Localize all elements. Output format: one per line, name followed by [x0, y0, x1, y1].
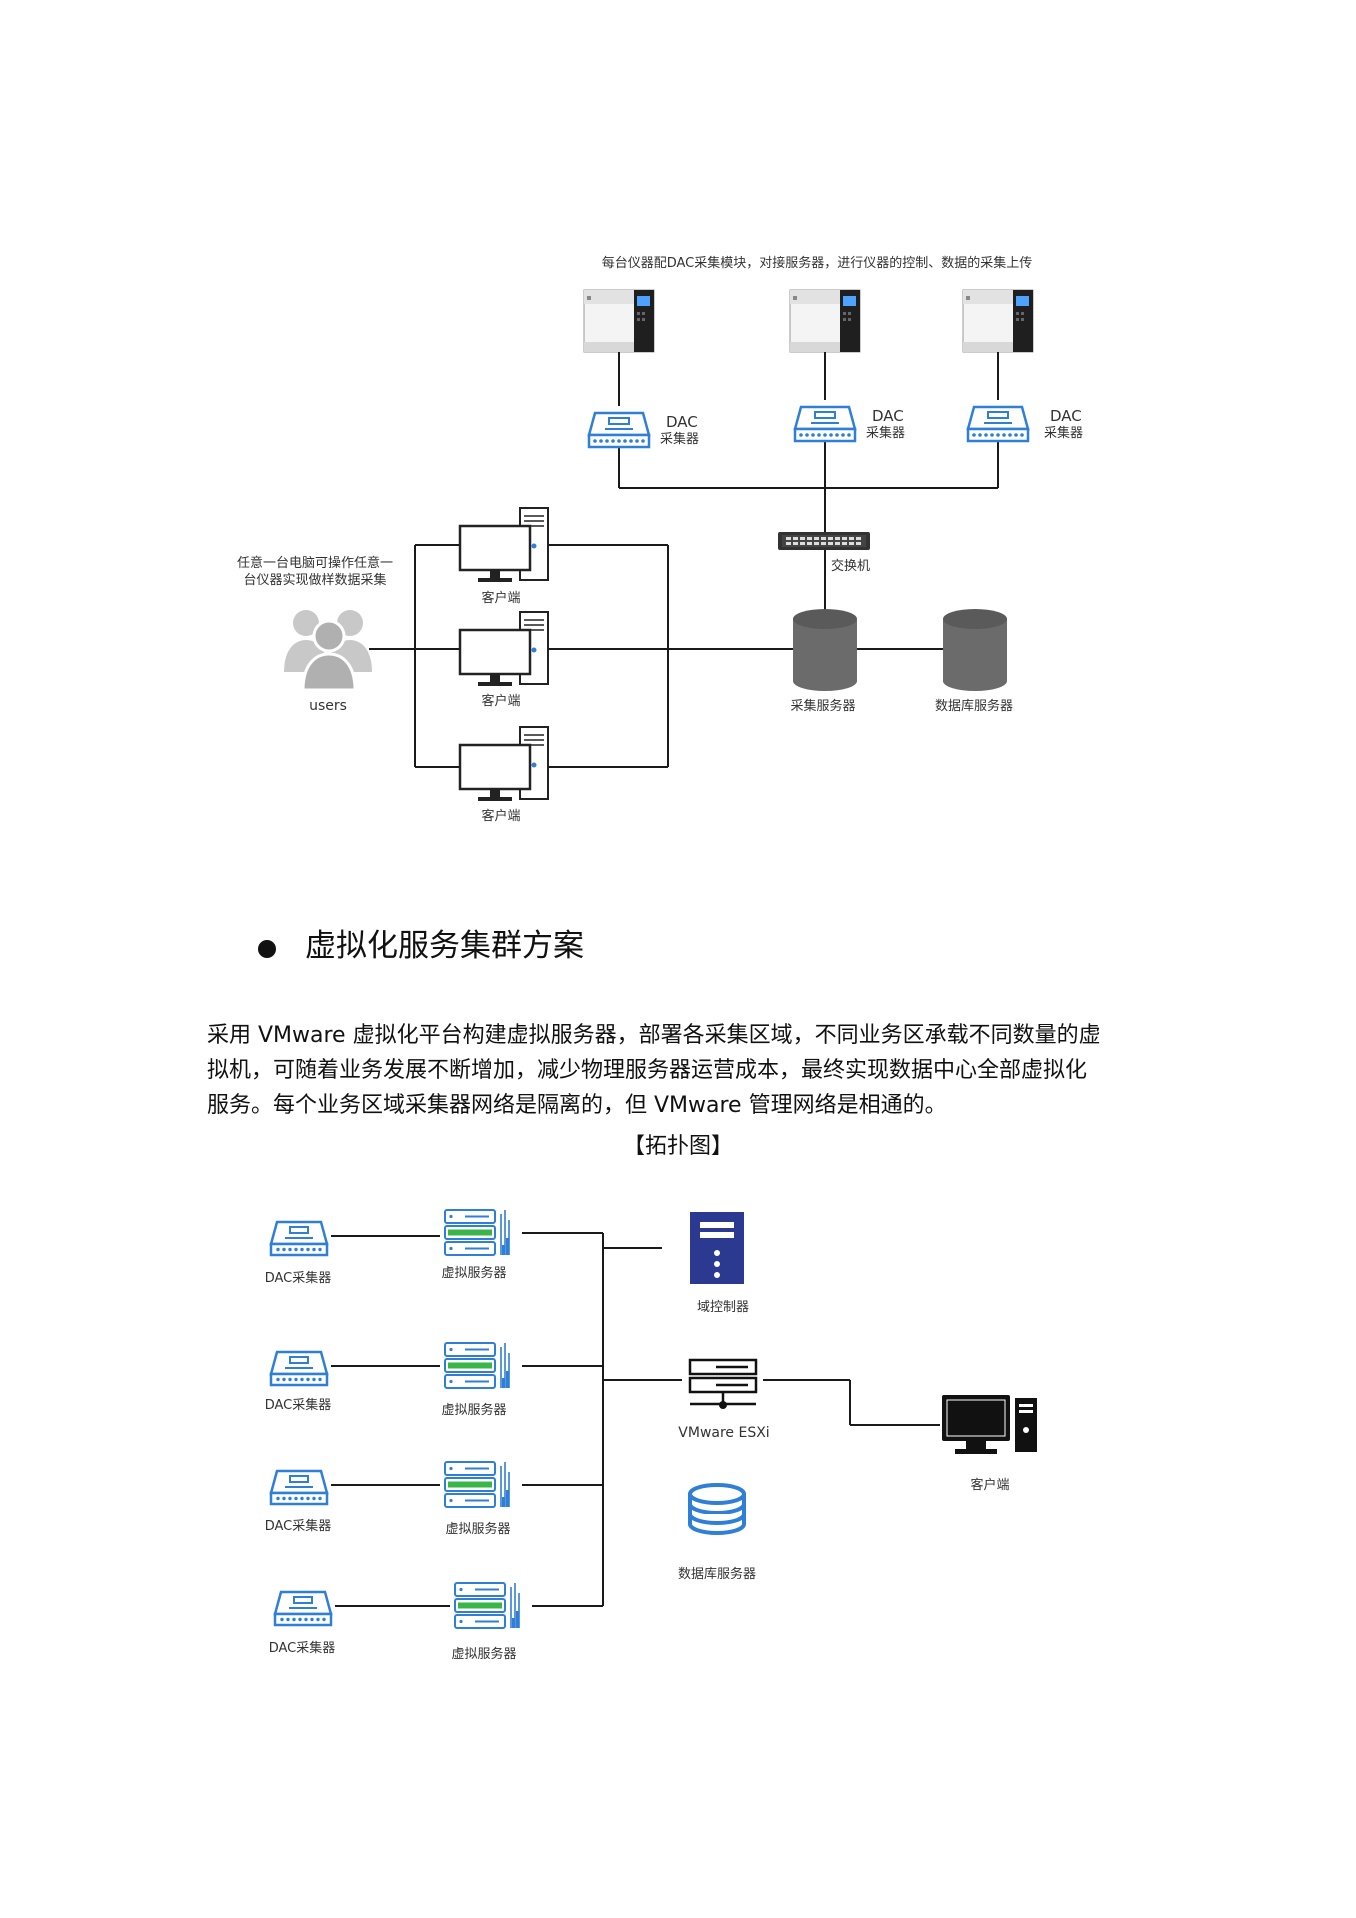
desktop-pc-icon — [458, 506, 550, 584]
dac-collector-label: DAC采集器 — [264, 1271, 332, 1286]
instrument-icon — [583, 289, 655, 353]
dac-collector-icon — [269, 1220, 329, 1257]
vserver-label: 虚拟服务器 — [441, 1403, 507, 1418]
instrument-icon — [962, 289, 1034, 353]
client-pc-icon — [942, 1395, 1037, 1454]
switch-label: 交换机 — [831, 559, 871, 574]
dac-collector-icon — [587, 411, 651, 449]
db-server-label: 数据库服务器 — [934, 699, 1014, 714]
users-label: users — [309, 698, 347, 714]
instrument-icon — [789, 289, 861, 353]
users-note-line1: 任意一台电脑可操作任意一 — [236, 556, 394, 571]
dac-collector-label: DAC采集器 — [264, 1398, 332, 1413]
database-stack-icon — [688, 1483, 746, 1535]
database-cylinder-icon — [793, 609, 857, 691]
dac-label: DAC — [872, 407, 904, 425]
dac-label-sub: 采集器 — [1044, 426, 1084, 441]
domain-controller-icon — [690, 1212, 744, 1284]
dac-collector-icon — [966, 405, 1030, 443]
paragraph-line: 服务。每个业务区域采集器网络是隔离的，但 VMware 管理网络是相通的。 — [207, 1093, 947, 1118]
client-label: 客户端 — [481, 694, 521, 709]
diagram1-connections — [369, 440, 999, 768]
esxi-label: VMware ESXi — [678, 1425, 770, 1441]
users-note-line2: 台仪器实现做样数据采集 — [243, 573, 387, 588]
dac-collector-icon — [269, 1350, 329, 1387]
dac-collector-icon — [793, 405, 857, 443]
diagram1-note-top: 每台仪器配DAC采集模块，对接服务器，进行仪器的控制、数据的采集上传 — [601, 256, 1033, 271]
topology-caption: 【拓扑图】 — [622, 1134, 733, 1159]
virtual-server-icon — [444, 1461, 510, 1508]
section-paragraph: 采用 VMware 虚拟化平台构建虚拟服务器，部署各采集区域，不同业务区承载不同… — [207, 1018, 1167, 1123]
database-cylinder-icon — [943, 609, 1007, 691]
paragraph-line: 拟机，可随着业务发展不断增加，减少物理服务器运营成本，最终实现数据中心全部虚拟化 — [207, 1058, 1088, 1083]
client-label-2: 客户端 — [970, 1478, 1010, 1493]
heading-bullet — [258, 940, 276, 958]
dac-label-sub: 采集器 — [866, 426, 906, 441]
users-icon — [284, 610, 372, 692]
paragraph-line: 采用 VMware 虚拟化平台构建虚拟服务器，部署各采集区域，不同业务区承载不同… — [207, 1023, 1101, 1048]
dac-label: DAC — [666, 413, 698, 431]
esxi-server-icon — [688, 1358, 758, 1409]
dac-label: DAC — [1050, 407, 1082, 425]
db-server-label-2: 数据库服务器 — [677, 1567, 757, 1582]
virtual-server-icon — [444, 1342, 510, 1389]
dac-collector-icon — [269, 1469, 329, 1506]
switch-icon — [778, 532, 870, 550]
diagram2-connections — [331, 1232, 940, 1607]
vserver-label: 虚拟服务器 — [445, 1522, 511, 1537]
dac-collector-label: DAC采集器 — [264, 1519, 332, 1534]
desktop-pc-icon — [458, 610, 550, 688]
client-label: 客户端 — [481, 809, 521, 824]
domain-controller-label: 域控制器 — [696, 1300, 750, 1315]
section-title: 虚拟化服务集群方案 — [305, 928, 584, 964]
collect-server-label: 采集服务器 — [790, 699, 856, 714]
vserver-label: 虚拟服务器 — [451, 1647, 517, 1662]
dac-collector-icon — [273, 1590, 333, 1627]
virtual-server-icon — [454, 1582, 520, 1629]
client-label: 客户端 — [481, 591, 521, 606]
dac-label-sub: 采集器 — [660, 432, 700, 447]
desktop-pc-icon — [458, 725, 550, 803]
vserver-label: 虚拟服务器 — [441, 1266, 507, 1281]
dac-collector-label: DAC采集器 — [268, 1641, 336, 1656]
virtual-server-icon — [444, 1209, 510, 1256]
